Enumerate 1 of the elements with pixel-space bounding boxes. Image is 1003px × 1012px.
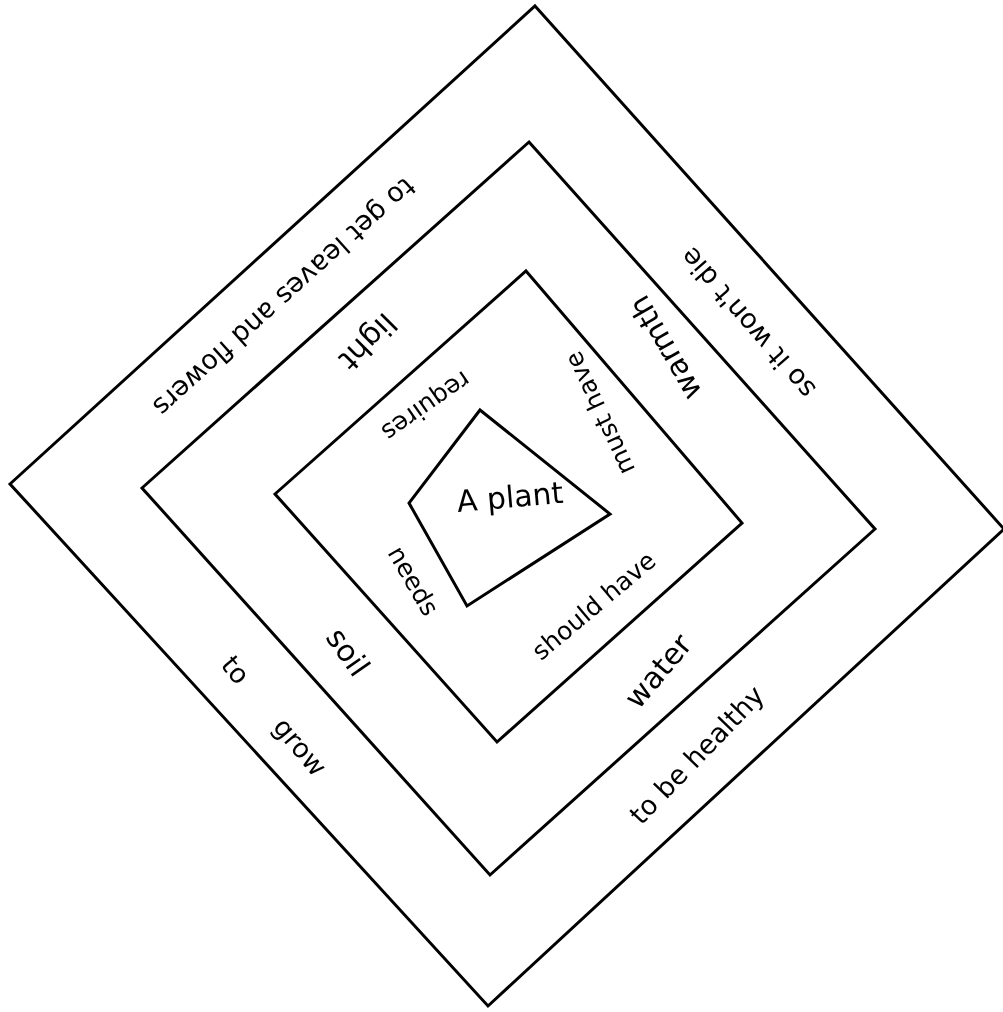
frame-label: soil [319, 621, 377, 683]
